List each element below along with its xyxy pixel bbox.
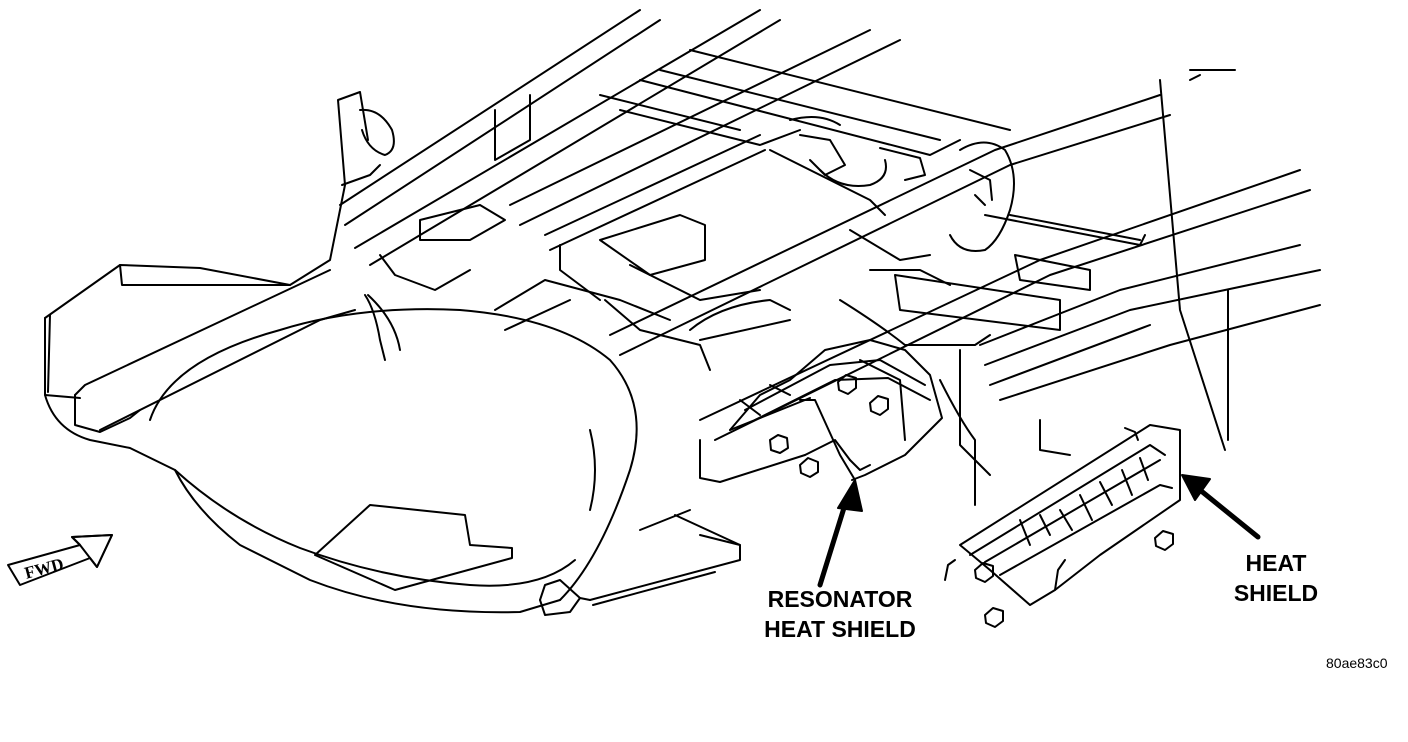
resonator-heat-shield-label: RESONATOR HEAT SHIELD <box>740 584 940 644</box>
heat-shield <box>959 424 1181 606</box>
spare-tire-tub <box>149 294 638 601</box>
resonator-heat-shield <box>689 299 943 483</box>
figure-id: 80ae83c0 <box>1326 655 1388 671</box>
frame-rail-right <box>609 69 1321 506</box>
rear-floor-area <box>839 141 1146 346</box>
heat-shield-nut-1 <box>1154 530 1174 551</box>
lower-bracket <box>539 509 741 616</box>
heat-shield-arrow <box>1181 474 1261 540</box>
resonator-heat-shield-label-line-1: RESONATOR <box>767 586 913 612</box>
heat-shield-label: HEAT SHIELD <box>1214 548 1338 608</box>
heat-shield-bolt <box>944 559 956 581</box>
heat-shield-nut-2 <box>974 562 994 583</box>
resonator-shield-nut-4 <box>869 395 889 416</box>
resonator-heat-shield-arrow <box>817 479 863 588</box>
frame-rail-left <box>339 9 781 291</box>
heat-shield-label-line-2: SHIELD <box>1233 580 1319 606</box>
resonator-heat-shield-label-line-2: HEAT SHIELD <box>764 616 916 642</box>
crossmembers-center <box>494 29 1011 371</box>
heat-shield-nut-3 <box>984 607 1004 628</box>
resonator-shield-nut-1 <box>769 434 789 454</box>
heat-shield-label-line-1: HEAT <box>1245 550 1307 576</box>
floor-pan-left <box>44 91 561 614</box>
fwd-arrow: FWD <box>7 534 113 586</box>
resonator-shield-nut-3 <box>837 374 857 395</box>
resonator-shield-nut-2 <box>799 457 819 478</box>
